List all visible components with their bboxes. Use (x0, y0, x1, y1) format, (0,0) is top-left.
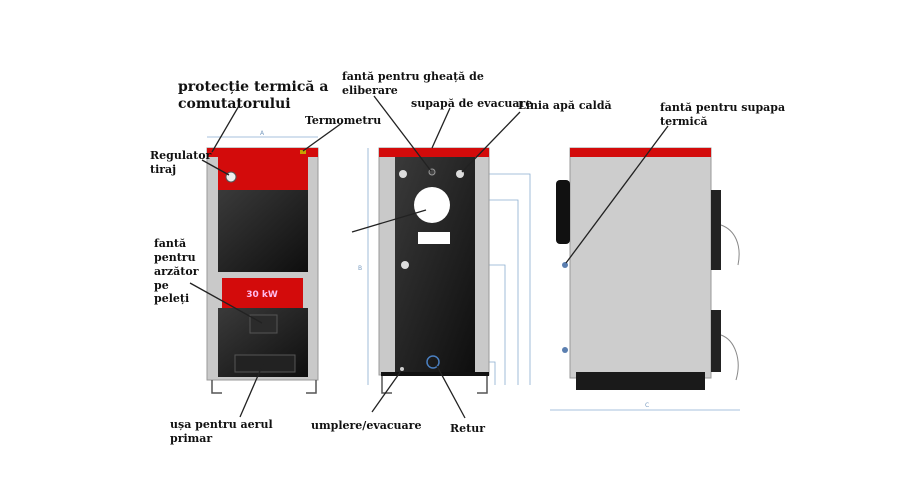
label-draft-regulator-1: Regulator (150, 149, 212, 162)
label-fill-drain: umplere/evacuare (311, 419, 421, 432)
rear-view: B (358, 147, 531, 394)
label-thermal-protection-2: comutatorului (178, 96, 291, 112)
rear-port (399, 170, 407, 178)
rear-top-cover (379, 148, 489, 157)
thermometer-mark (300, 150, 306, 154)
return-port (426, 355, 440, 369)
label-pellet-slot-4: pe (154, 279, 169, 292)
label-exhaust-valve: supapă de evacuare (411, 97, 532, 110)
label-thermal-valve-1: fantă pentru supapa (660, 101, 785, 114)
label-thermometer: Termometru (305, 114, 381, 127)
labels: protecție termică a comutatorului Termom… (150, 70, 785, 445)
side-door-upper (711, 190, 721, 270)
door-handles (720, 224, 740, 381)
label-pellet-slot-1: fantă (154, 237, 186, 250)
dimension-b-label: B (358, 265, 362, 272)
flue-pipe (556, 180, 570, 244)
loading-door (218, 190, 308, 272)
label-return: Retur (450, 422, 485, 435)
label-pellet-slot-3: arzător (154, 265, 199, 278)
front-view: A 30 kW (206, 130, 319, 394)
label-release-slot-2: eliberare (342, 84, 398, 97)
label-thermal-valve-2: termică (660, 115, 708, 128)
label-release-slot-1: fantă pentru gheață de (342, 70, 484, 83)
power-band (222, 278, 303, 308)
front-legs (211, 380, 317, 394)
fill-drain-port (400, 367, 404, 371)
power-label: 30 kW (246, 290, 278, 300)
rear-opening (418, 232, 450, 244)
label-primary-air-1: ușa pentru aerul (170, 418, 273, 431)
leader-lines (189, 95, 669, 419)
rear-legs (381, 376, 488, 394)
side-view: C (550, 147, 740, 411)
label-primary-air-2: primar (170, 432, 212, 445)
flue-outlet (414, 187, 450, 223)
label-pellet-slot-2: pentru (154, 251, 196, 264)
label-draft-regulator-2: tiraj (150, 163, 176, 176)
dimension-c-label: C (645, 402, 649, 409)
pellet-burner-slot (249, 314, 278, 334)
side-body (569, 147, 712, 379)
thermal-valve-port (562, 262, 568, 268)
front-top-cover (207, 148, 318, 157)
side-top-cover (570, 148, 711, 157)
label-hot-water-line: Linia apă caldă (518, 99, 612, 112)
side-base (576, 372, 705, 390)
primary-air-door (234, 354, 296, 373)
label-pellet-slot-5: peleți (154, 292, 189, 305)
label-thermal-protection-1: protecție termică a (178, 79, 328, 95)
rear-port-lower (401, 261, 409, 269)
dimension-a-label: A (260, 130, 265, 137)
side-door-lower (711, 310, 721, 372)
